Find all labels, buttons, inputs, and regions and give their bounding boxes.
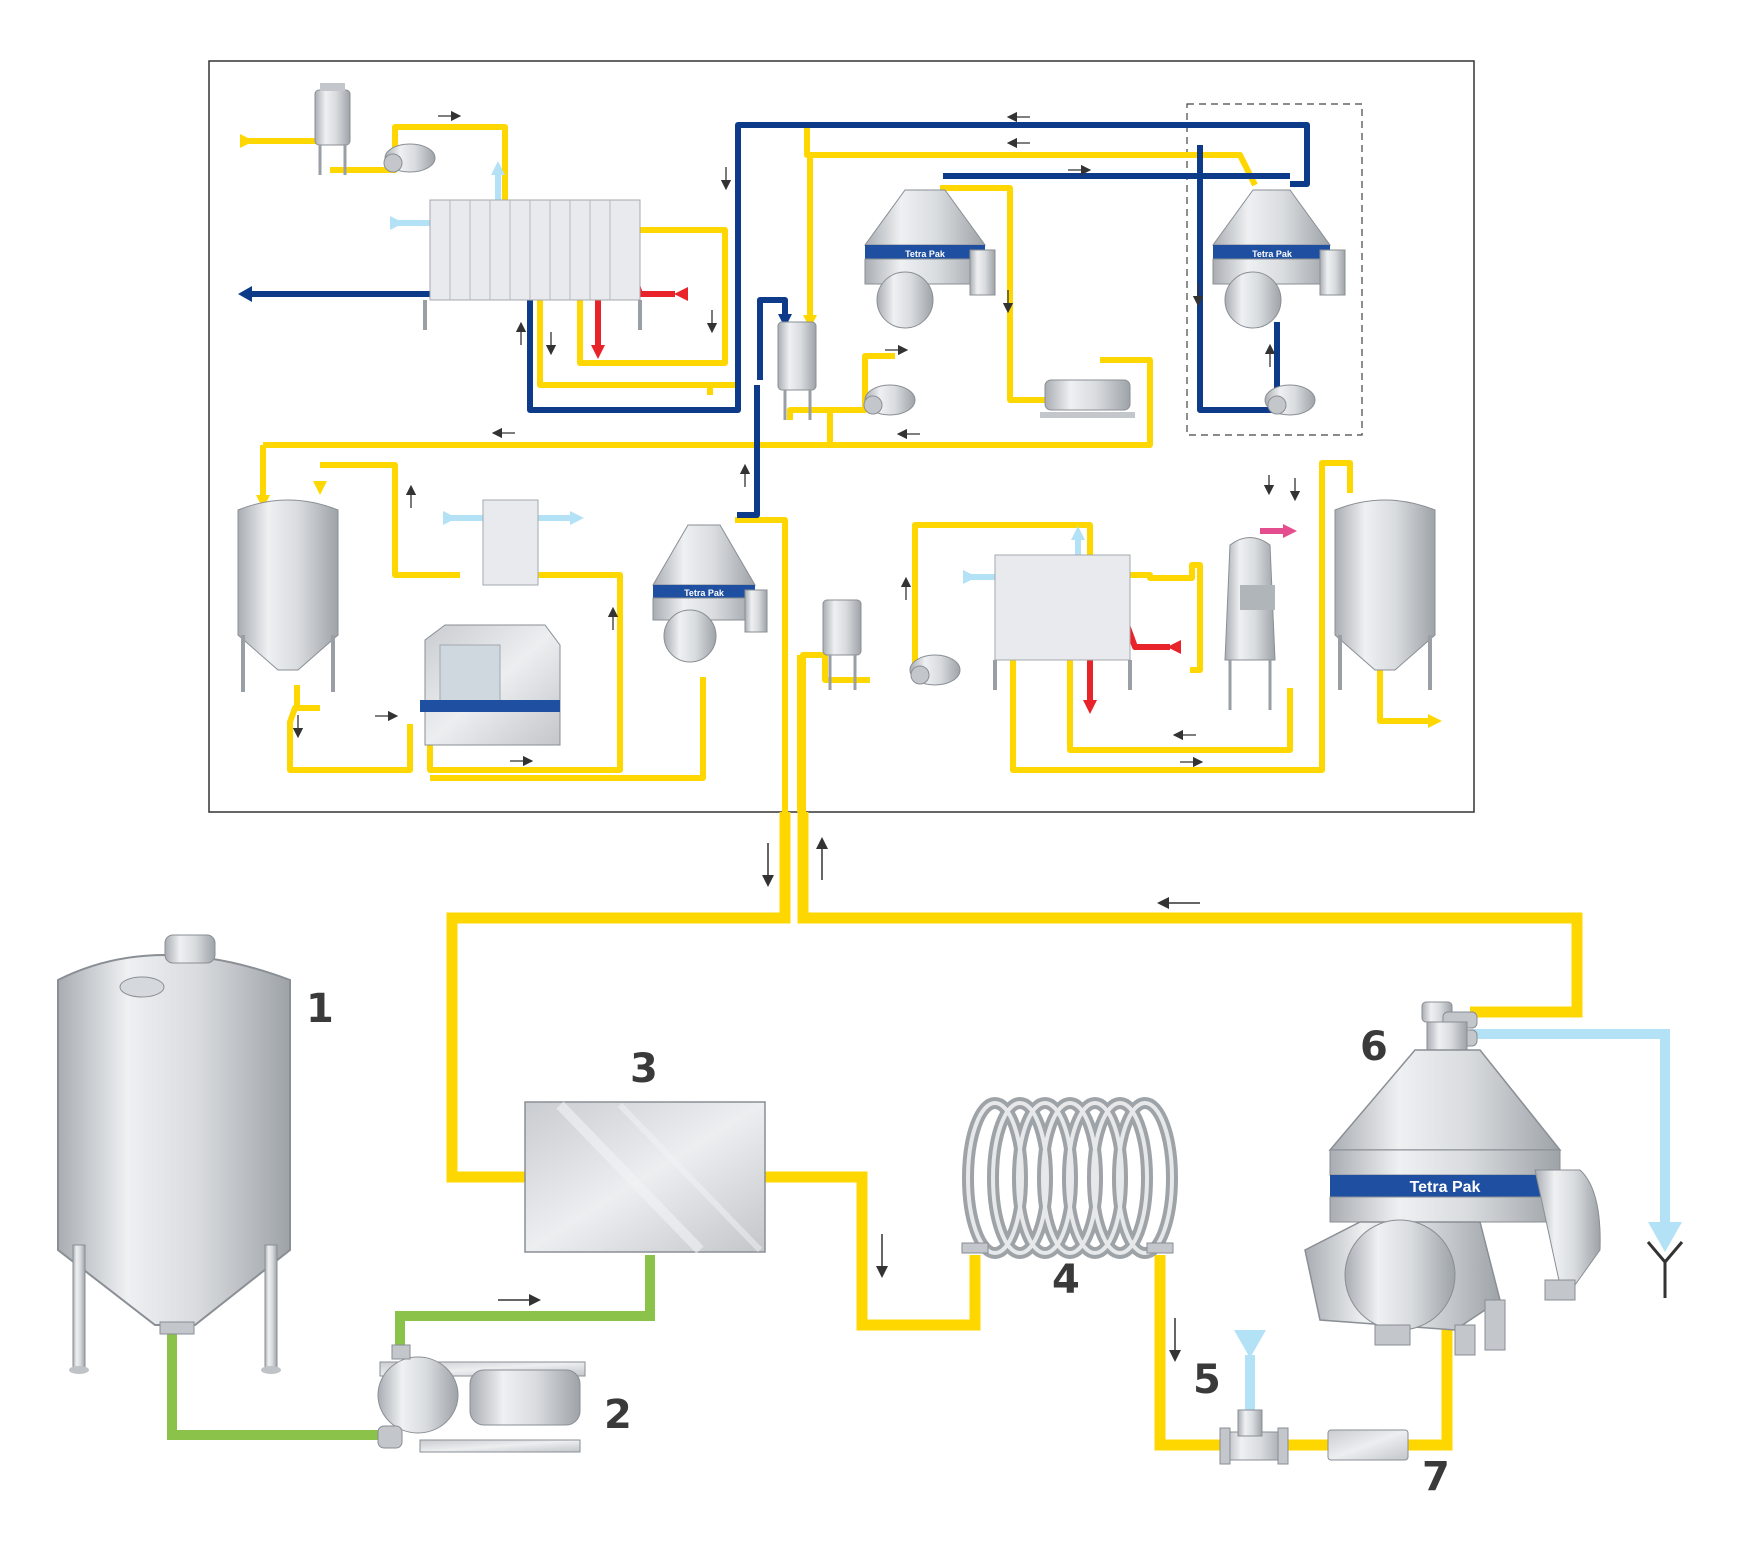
water-outlet-arrow xyxy=(1648,1222,1682,1252)
tank-icon xyxy=(1334,499,1436,690)
component-label-7: 7 xyxy=(1422,1454,1450,1500)
separator-icon: Tetra Pak xyxy=(1212,189,1346,329)
pump-icon xyxy=(383,143,436,173)
flow-arrows xyxy=(498,837,1200,1362)
component-label-2: 2 xyxy=(604,1392,632,1438)
drain-icon xyxy=(1646,1241,1684,1298)
pump-icon xyxy=(1040,379,1135,418)
cold-water-pipes xyxy=(1245,1029,1670,1412)
tank-icon xyxy=(57,934,291,1374)
plate-heat-exchanger-icon xyxy=(482,499,539,586)
inset-frame xyxy=(208,60,1475,813)
inset-product-pipes xyxy=(240,124,1428,812)
separator-icon: Tetra Pak xyxy=(864,189,996,329)
pump-icon xyxy=(909,654,961,686)
component-label-3: 3 xyxy=(630,1046,658,1092)
tank-icon xyxy=(237,499,339,692)
coil-flange-left xyxy=(961,1242,989,1254)
tank-icon xyxy=(314,83,351,175)
pump-icon xyxy=(1264,384,1316,416)
inline-unit-icon xyxy=(1327,1429,1409,1461)
tank-icon xyxy=(777,321,817,420)
brand-label: Tetra Pak xyxy=(1410,1179,1481,1196)
coil-highlight xyxy=(966,1101,1174,1255)
component-label-6: 6 xyxy=(1360,1024,1388,1070)
water-inlet-arrow xyxy=(1234,1330,1266,1358)
brand-label: Tetra Pak xyxy=(1252,249,1293,259)
tank-icon xyxy=(822,599,862,690)
separator-icon: Tetra Pak xyxy=(1304,1001,1601,1356)
pump-icon xyxy=(863,384,916,416)
brand-label: Tetra Pak xyxy=(905,249,946,259)
inset-flow-arrows xyxy=(292,110,1301,768)
brand-label: Tetra Pak xyxy=(684,588,725,598)
component-label-1: 1 xyxy=(306,986,334,1032)
tee-valve-icon xyxy=(1219,1409,1289,1465)
filter-machine-icon xyxy=(420,624,561,746)
plate-heat-exchanger-icon xyxy=(993,554,1132,690)
plate-heat-exchanger-icon xyxy=(423,199,642,330)
pump-icon xyxy=(377,1344,586,1453)
component-label-4: 4 xyxy=(1052,1257,1080,1303)
inset-coolant-pipes xyxy=(250,122,1310,518)
wort-pipes xyxy=(167,1255,655,1440)
box-unit-icon xyxy=(524,1101,766,1254)
component-label-5: 5 xyxy=(1193,1357,1221,1403)
column-icon xyxy=(1224,537,1276,710)
product-pipes xyxy=(446,812,1583,1451)
inset-dashed-box xyxy=(1186,103,1363,436)
inset-equipment: Tetra Pak Tetra Pak Tetra Pak xyxy=(237,83,1436,746)
coil-flange-right xyxy=(1146,1242,1174,1254)
separator-icon: Tetra Pak xyxy=(652,524,768,663)
